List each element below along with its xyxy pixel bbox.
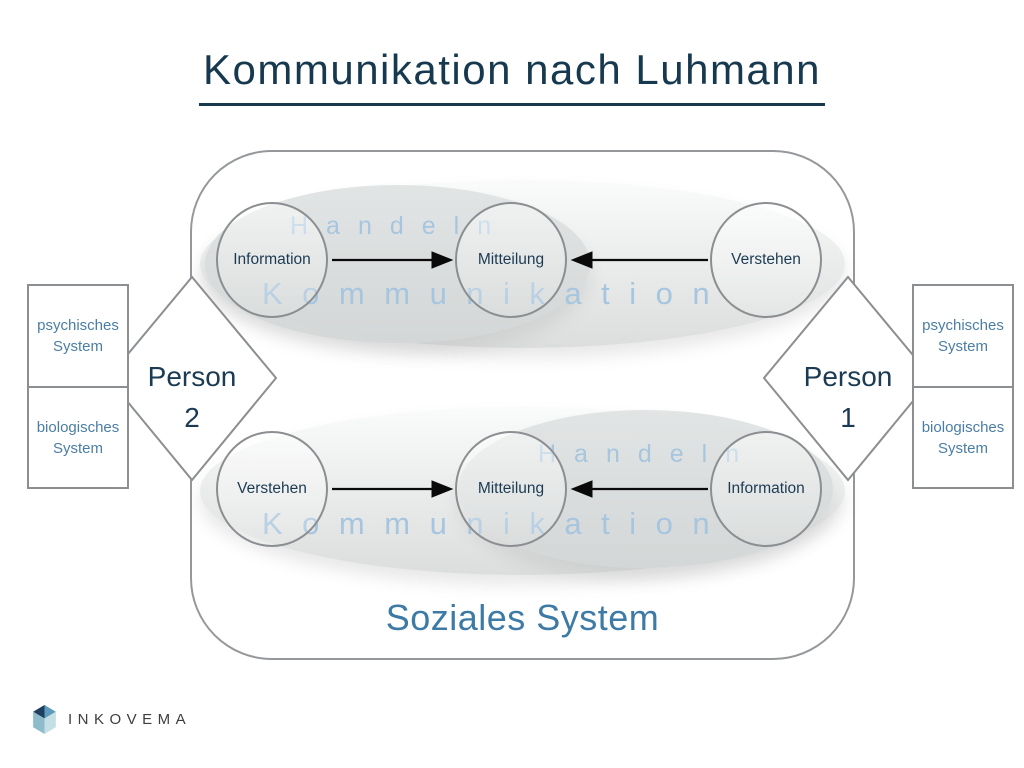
inkovema-logo: INKOVEMA — [32, 704, 191, 735]
box-line: biologisches — [36, 418, 120, 436]
person-number: 1 — [840, 401, 856, 433]
person-2-label: Person 2 — [112, 357, 272, 438]
box-line: biologisches — [921, 418, 1005, 436]
page-title: Kommunikation nach Luhmann — [198, 46, 826, 106]
node-information-top: Information — [216, 202, 328, 318]
node-mitteilung-top: Mitteilung — [455, 202, 567, 318]
box-line: System — [937, 338, 988, 355]
node-label: Verstehen — [731, 251, 801, 268]
biological-system-box-left: biologisches System — [27, 386, 129, 489]
box-line: psychisches — [37, 317, 119, 334]
biological-system-box-right: biologisches System — [912, 386, 1014, 489]
soziales-system-label: Soziales System — [385, 597, 660, 638]
node-information-bottom: Information — [710, 431, 822, 547]
box-line: System — [52, 338, 103, 355]
cube-logo-icon — [33, 705, 56, 734]
psychic-system-box-left: psychisches System — [27, 284, 129, 388]
box-line: psychisches — [922, 317, 1004, 334]
node-label: Information — [233, 251, 311, 268]
person-number: 2 — [184, 401, 200, 433]
box-line: System — [52, 439, 103, 457]
psychic-system-box-right: psychisches System — [912, 284, 1014, 388]
node-label: Mitteilung — [477, 480, 545, 497]
node-mitteilung-bottom: Mitteilung — [455, 431, 567, 547]
watermark-handeln-top: Handeln — [290, 212, 510, 240]
node-verstehen-bottom: Verstehen — [216, 431, 328, 547]
person-word: Person — [147, 361, 237, 392]
node-label: Verstehen — [237, 480, 307, 497]
person-1-systems: psychisches System biologisches System — [912, 284, 1014, 489]
watermark-handeln-bottom: Handeln — [538, 440, 758, 468]
logo-brand-text: INKOVEMA — [68, 711, 192, 728]
person-word: Person — [803, 361, 893, 392]
node-label: Information — [727, 480, 805, 497]
box-line: System — [937, 439, 988, 457]
node-label: Mitteilung — [477, 251, 545, 268]
person-1-label: Person 1 — [768, 357, 928, 438]
node-verstehen-top: Verstehen — [710, 202, 822, 318]
person-2-systems: psychisches System biologisches System — [27, 284, 129, 489]
